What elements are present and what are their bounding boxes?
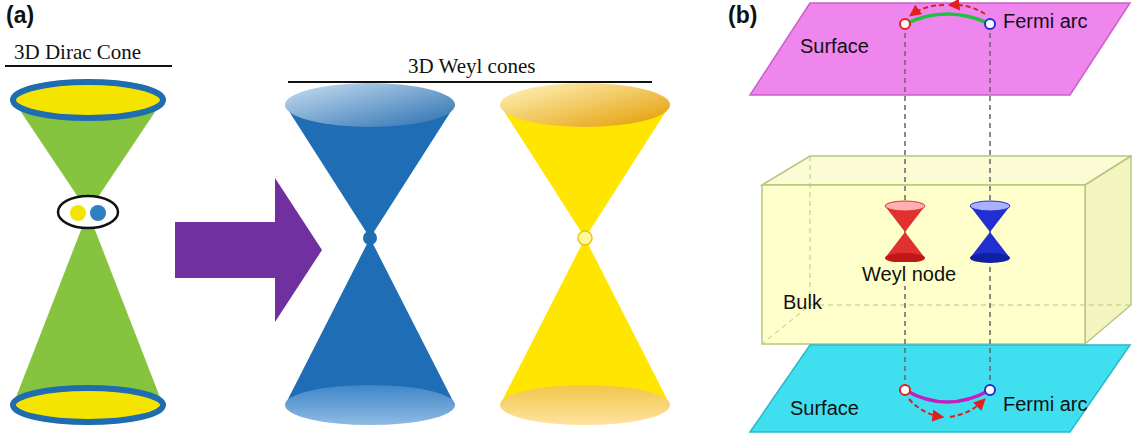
section-title: 3D Dirac Cone [14, 40, 141, 65]
title-underline [288, 81, 652, 83]
arc-end-dot [900, 19, 910, 29]
transition-arrow [175, 178, 322, 322]
node-label: Fermi arc [1003, 9, 1087, 33]
panel-label: (a) [6, 2, 34, 29]
panel-label: (b) [728, 2, 757, 29]
surface-plane: Fermi arcSurface [750, 3, 1132, 97]
node-label: Weyl node [860, 262, 958, 286]
section-title: 3D Weyl cones [408, 54, 535, 79]
node-label: Bulk [783, 290, 822, 314]
node-label: Surface [800, 34, 869, 58]
title-underline [5, 65, 172, 67]
arc-end-dot [985, 19, 995, 29]
node-label: Surface [790, 396, 859, 420]
weyl-cone-yellow [500, 83, 670, 425]
surface-plane: Surface Fermi arc [750, 345, 1132, 432]
bulk-box: Weyl nodeBulk [762, 155, 1132, 345]
weyl-cone-blue [285, 83, 455, 425]
dirac-cone [13, 82, 163, 422]
node-label: Fermi arc [1003, 392, 1087, 416]
arc-end-dot [900, 385, 910, 395]
node-outline [762, 155, 1132, 345]
arc-end-dot [985, 385, 995, 395]
